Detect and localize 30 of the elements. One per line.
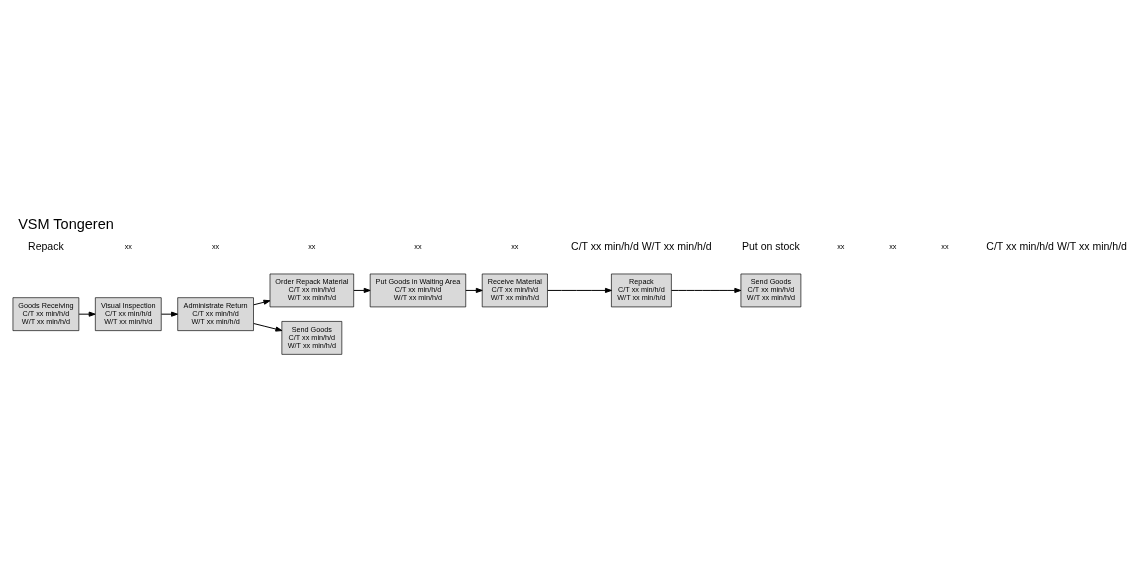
arrow [465,287,483,293]
node-box: Put Goods in Waiting Area C/T xx min/h/d W/T xx min/h/d [369,273,467,307]
node-box: Send Goods C/T xx min/h/d W/T xx min/h/d [281,320,343,355]
arrow [253,299,271,305]
label: C/T xx min/h/d W/T xx min/h/d [571,239,712,252]
label: C/T xx min/h/d W/T xx min/h/d [986,239,1127,252]
node-box: Goods Receiving C/T xx min/h/d W/T xx min/h/d [12,296,80,331]
label: xx [511,241,519,251]
node-box: Repack C/T xx min/h/d W/T xx min/h/d [611,273,672,307]
label: xx [211,241,220,251]
arrow [353,287,371,293]
label: xx [414,241,422,251]
label: xx [308,241,316,251]
label: xx [889,241,897,251]
node-box: Order Repack Material C/T xx min/h/d W/T xx min/h/d [269,273,354,307]
node-box: Administrate Return C/T xx min/h/d W/T xx min/h/d [177,296,254,331]
arrow [670,287,742,293]
node-box: Send Goods C/T xx min/h/d W/T xx min/h/d [740,273,802,307]
node-box: Visual Inspection C/T xx min/h/d W/T xx min/h/d [95,296,162,331]
arrow [78,311,96,317]
label: xx [941,241,949,251]
arrow [547,287,612,293]
label: xx [124,241,132,251]
arrow [253,322,283,332]
label: Put on stock [741,239,800,252]
label: xx [837,241,845,251]
node-box: Receive Material C/T xx min/h/d W/T xx min/h/d [481,273,548,307]
diagram-title: VSM Tongeren [18,215,114,232]
label: Repack [28,239,64,252]
arrow [160,311,178,317]
